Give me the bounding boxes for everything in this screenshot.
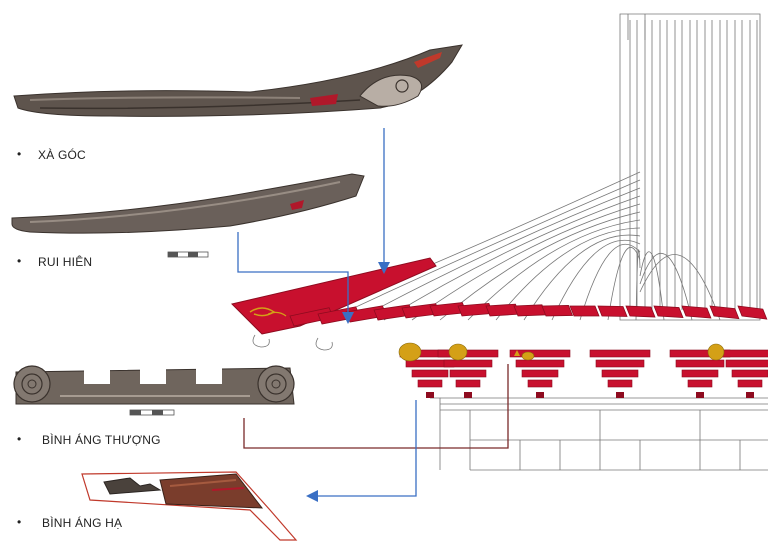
arrow-heads (306, 262, 520, 502)
sweep-rafter-line (639, 251, 665, 321)
arrow-binh-ang-ha (310, 400, 417, 497)
eave-rafter (681, 305, 712, 319)
bracket-post (536, 392, 544, 398)
sweep-rafter-line (639, 252, 693, 321)
roof-rafter-line (719, 20, 728, 310)
bracket-block (449, 369, 487, 378)
roof-rafter-line (629, 20, 638, 310)
roof-rafter-line (644, 20, 653, 310)
sweep-rafter-line (383, 195, 641, 321)
bracket-post (464, 392, 472, 398)
connector-lines (237, 128, 509, 497)
red-corner-beam (231, 257, 437, 335)
arrow-binh-ang-thuong (243, 364, 509, 449)
eave-rafter (541, 305, 574, 317)
bracket-block (411, 369, 449, 378)
bracket-block (607, 379, 633, 388)
label-binh-ang-ha: BÌNH ÁNG HẠ (42, 516, 123, 530)
bracket-block (675, 359, 725, 368)
bracket-block (417, 379, 443, 388)
bullet-rui-hien: • (17, 254, 22, 268)
roof-rafter-line (704, 20, 713, 310)
sweep-rafter-line (411, 203, 641, 321)
sweep-rafter-line (635, 249, 641, 321)
eave-rafter (597, 305, 628, 317)
roof-linework (252, 13, 768, 471)
label-xa-goc: XÀ GÓC (38, 148, 86, 162)
eave-rafter (625, 305, 656, 318)
bracket-block (443, 359, 493, 368)
sweep-rafter-line (579, 243, 641, 321)
gold-ornaments (398, 342, 725, 362)
sweep-rafter-line (327, 179, 641, 321)
red-bracket-sets (399, 349, 768, 398)
bullet-binh-ang-ha: • (17, 515, 22, 529)
sweep-rafter-line (439, 211, 641, 321)
sweep-rafter-line (639, 254, 721, 321)
eave-rafter (737, 305, 768, 320)
bracket-block (509, 349, 571, 358)
eave-rafter (513, 304, 547, 317)
sweep-rafter-line (551, 239, 641, 321)
bracket-block (437, 349, 499, 358)
label-binh-ang-thuong: BÌNH ÁNG THƯỢNG (42, 433, 161, 447)
bracket-block (725, 359, 768, 368)
bracket-block (527, 379, 553, 388)
bracket-block (731, 369, 768, 378)
scale-bar-1 (167, 251, 209, 258)
roof-rafter-line (749, 20, 758, 310)
bracket-block (687, 379, 713, 388)
sweep-rafter-line (355, 187, 641, 321)
red-eave-rafters (289, 302, 768, 327)
sweep-rafter-line (467, 219, 641, 321)
sweep-rafter-line (495, 227, 641, 321)
bracket-block (515, 359, 565, 368)
scale-bar-2 (129, 409, 175, 416)
bracket-post (616, 392, 624, 398)
bracket-block (455, 379, 481, 388)
bracket-post (426, 392, 434, 398)
photo-binh-ang-ha (81, 471, 298, 541)
sweep-rafter-line (523, 234, 641, 321)
photo-binh-ang-thuong (13, 365, 295, 405)
bracket-block (521, 369, 559, 378)
arrow-rui-hien (237, 232, 349, 318)
bullet-binh-ang-thuong: • (17, 432, 22, 446)
photo-rui-hien (11, 173, 365, 234)
sweep-rafter-line (607, 247, 641, 321)
bullet-xa-goc: • (17, 147, 22, 161)
bracket-block (601, 369, 639, 378)
bracket-block (737, 379, 763, 388)
bracket-block (595, 359, 645, 368)
roof-rafter-line (659, 20, 668, 310)
bracket-post (696, 392, 704, 398)
roof-rafter-line (674, 20, 683, 310)
photo-xa-goc (13, 44, 463, 117)
eave-rafter (653, 305, 684, 319)
roof-rafter-line (734, 20, 743, 310)
eave-rafter (569, 305, 600, 317)
label-rui-hien: RUI HIÊN (38, 255, 93, 269)
eave-rafter (709, 305, 740, 320)
bracket-block (719, 349, 768, 358)
bracket-block (681, 369, 719, 378)
bracket-block (589, 349, 651, 358)
bracket-post (746, 392, 754, 398)
